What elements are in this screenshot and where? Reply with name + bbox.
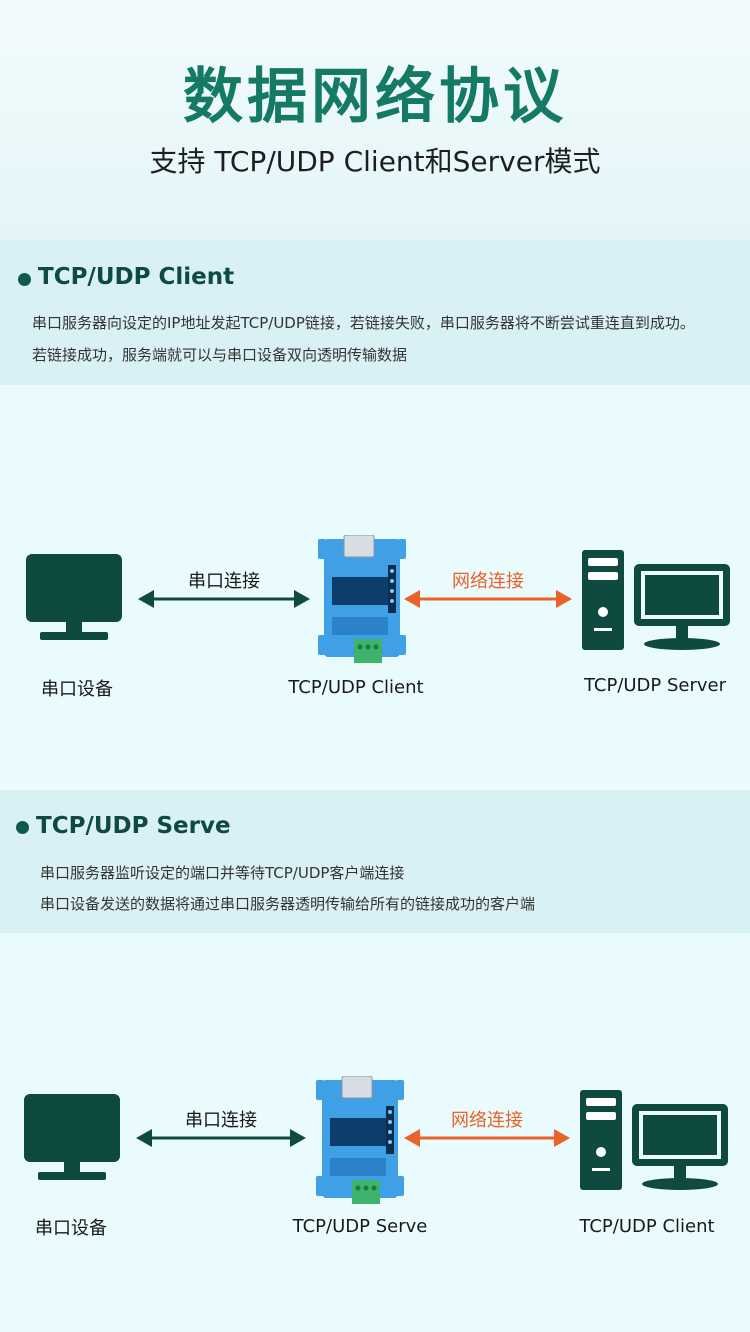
desktop-computer-icon — [582, 550, 730, 650]
page-subtitle: 支持 TCP/UDP Client和Server模式 — [149, 145, 601, 178]
diagram2-right-label: TCP/UDP Client — [579, 1216, 715, 1237]
section2-bullet — [16, 821, 29, 834]
section1-line2: 若链接成功，服务端就可以与串口设备双向透明传输数据 — [32, 346, 408, 364]
section1-band — [0, 240, 750, 385]
monitor-icon — [24, 1094, 120, 1180]
section2-band — [0, 790, 750, 933]
section2-line1: 串口服务器监听设定的端口并等待TCP/UDP客户端连接 — [40, 864, 405, 882]
diagram2-center-label: TCP/UDP Serve — [292, 1216, 428, 1237]
serial-connection-arrow — [136, 1129, 306, 1147]
diagram2-network-label: 网络连接 — [451, 1110, 523, 1131]
desktop-computer-icon — [580, 1090, 728, 1190]
serial-server-device-icon — [318, 535, 406, 663]
serial-connection-arrow — [138, 590, 310, 608]
hero-banner — [0, 0, 750, 240]
diagram1-network-label: 网络连接 — [452, 571, 524, 592]
serial-server-device-icon — [316, 1076, 404, 1204]
diagram1-left-label: 串口设备 — [41, 679, 113, 700]
network-connection-arrow — [404, 590, 572, 608]
page-title: 数据网络协议 — [183, 62, 567, 132]
section2-line2: 串口设备发送的数据将通过串口服务器透明传输给所有的链接成功的客户端 — [40, 895, 536, 913]
section1-line1: 串口服务器向设定的IP地址发起TCP/UDP链接，若链接失败，串口服务器将不断尝… — [32, 314, 695, 332]
diagram2-serial-label: 串口连接 — [185, 1110, 257, 1131]
diagram1-right-label: TCP/UDP Server — [583, 675, 727, 696]
section2-heading: TCP/UDP Serve — [36, 813, 231, 839]
section1-bullet — [18, 273, 31, 286]
diagram2-left-label: 串口设备 — [35, 1218, 107, 1239]
section1-heading: TCP/UDP Client — [38, 264, 235, 290]
diagram1-serial-label: 串口连接 — [188, 571, 260, 592]
diagram1-center-label: TCP/UDP Client — [288, 677, 424, 698]
network-connection-arrow — [404, 1129, 570, 1147]
monitor-icon — [26, 554, 122, 640]
